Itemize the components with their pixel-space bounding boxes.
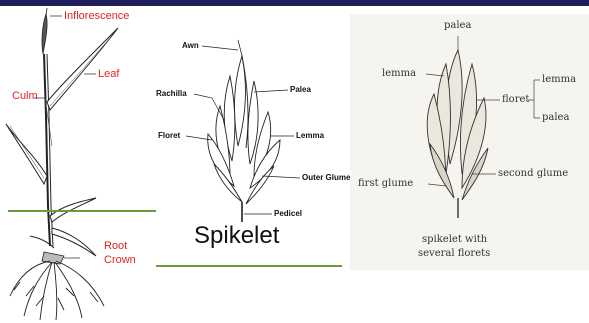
florets-illustration (350, 14, 589, 270)
caption-line-1: spikelet with (422, 234, 487, 245)
grass-plant-illustration (0, 6, 160, 323)
lemma-label: Lemma (296, 131, 324, 140)
lemma-left-label: lemma (382, 68, 416, 79)
floret-label: floret (502, 94, 529, 105)
crown-label: Crown (104, 254, 136, 266)
rachilla-label: Rachilla (156, 89, 187, 98)
floret-label: Floret (158, 131, 180, 140)
caption-line-2: several florets (418, 248, 490, 259)
spikelet-title: Spikelet (194, 222, 279, 250)
leaf-label: Leaf (98, 68, 119, 80)
grass-plant-panel: Inflorescence Culm Leaf Root Crown (0, 6, 160, 323)
florets-panel: palea lemma floret lemma palea first glu… (350, 14, 589, 270)
palea-right-label: palea (542, 112, 569, 123)
culm-label: Culm (12, 90, 38, 102)
pedicel-label: Pedicel (274, 209, 302, 218)
first-glume-label: first glume (358, 178, 413, 189)
spikelet-panel: Awn Palea Rachilla Floret Lemma Outer Gl… (150, 36, 345, 272)
second-glume-label: second glume (498, 168, 568, 179)
awn-label: Awn (182, 41, 199, 50)
root-label: Root (104, 240, 127, 252)
lemma-right-label: lemma (542, 74, 576, 85)
palea-label: Palea (290, 85, 311, 94)
outer-glume-label: Outer Glume (302, 173, 350, 182)
inflorescence-label: Inflorescence (64, 10, 129, 22)
palea-top-label: palea (444, 20, 471, 31)
